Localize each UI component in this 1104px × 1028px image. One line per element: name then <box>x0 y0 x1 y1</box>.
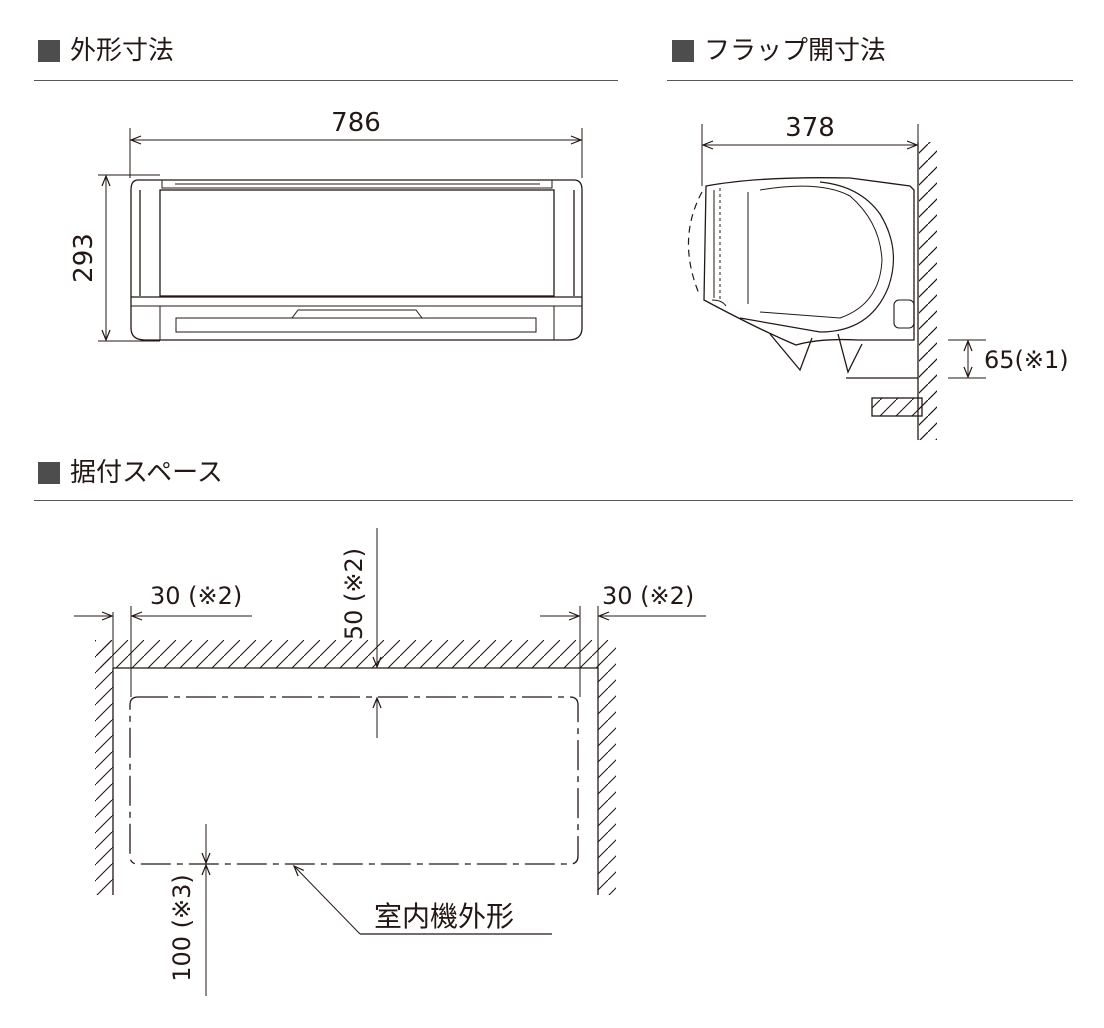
left-clearance-value: 30 (※2) <box>150 582 242 610</box>
wall-hatch <box>919 142 937 440</box>
air-outlet-louver <box>175 317 537 333</box>
width-value: 786 <box>331 108 381 138</box>
unit-body-outline <box>130 179 583 341</box>
right-clearance-value: 30 (※2) <box>602 582 694 610</box>
indoor-unit-outline <box>129 696 579 865</box>
indoor-unit-outline-label: 室内機外形 <box>374 900 514 933</box>
front-view <box>98 128 583 342</box>
heading-install-space: 据付スペース <box>38 460 223 486</box>
side-view <box>687 124 986 440</box>
heading-outline-rule <box>34 80 618 81</box>
install-space-diagram <box>74 528 706 996</box>
height-value: 293 <box>69 233 99 283</box>
heading-install-label: 据付スペース <box>70 458 223 488</box>
square-bullet-icon <box>672 40 694 62</box>
unit-side-outline <box>703 177 915 346</box>
front-panel <box>159 189 555 297</box>
heading-outline-label: 外形寸法 <box>70 36 175 66</box>
flap-clearance-value: 65(※1) <box>984 346 1069 374</box>
top-clearance-value: 50 (※2) <box>340 548 368 640</box>
heading-install-rule <box>34 500 1073 501</box>
heading-flap-label: フラップ開寸法 <box>704 36 887 66</box>
heading-flap-dimensions: フラップ開寸法 <box>672 38 886 64</box>
bottom-clearance-value: 100 (※3) <box>168 874 196 982</box>
flap-depth-value: 378 <box>785 113 835 143</box>
square-bullet-icon <box>38 40 60 62</box>
heading-outline-dimensions: 外形寸法 <box>38 38 174 64</box>
heading-flap-rule <box>667 80 1073 81</box>
square-bullet-icon <box>38 462 60 484</box>
